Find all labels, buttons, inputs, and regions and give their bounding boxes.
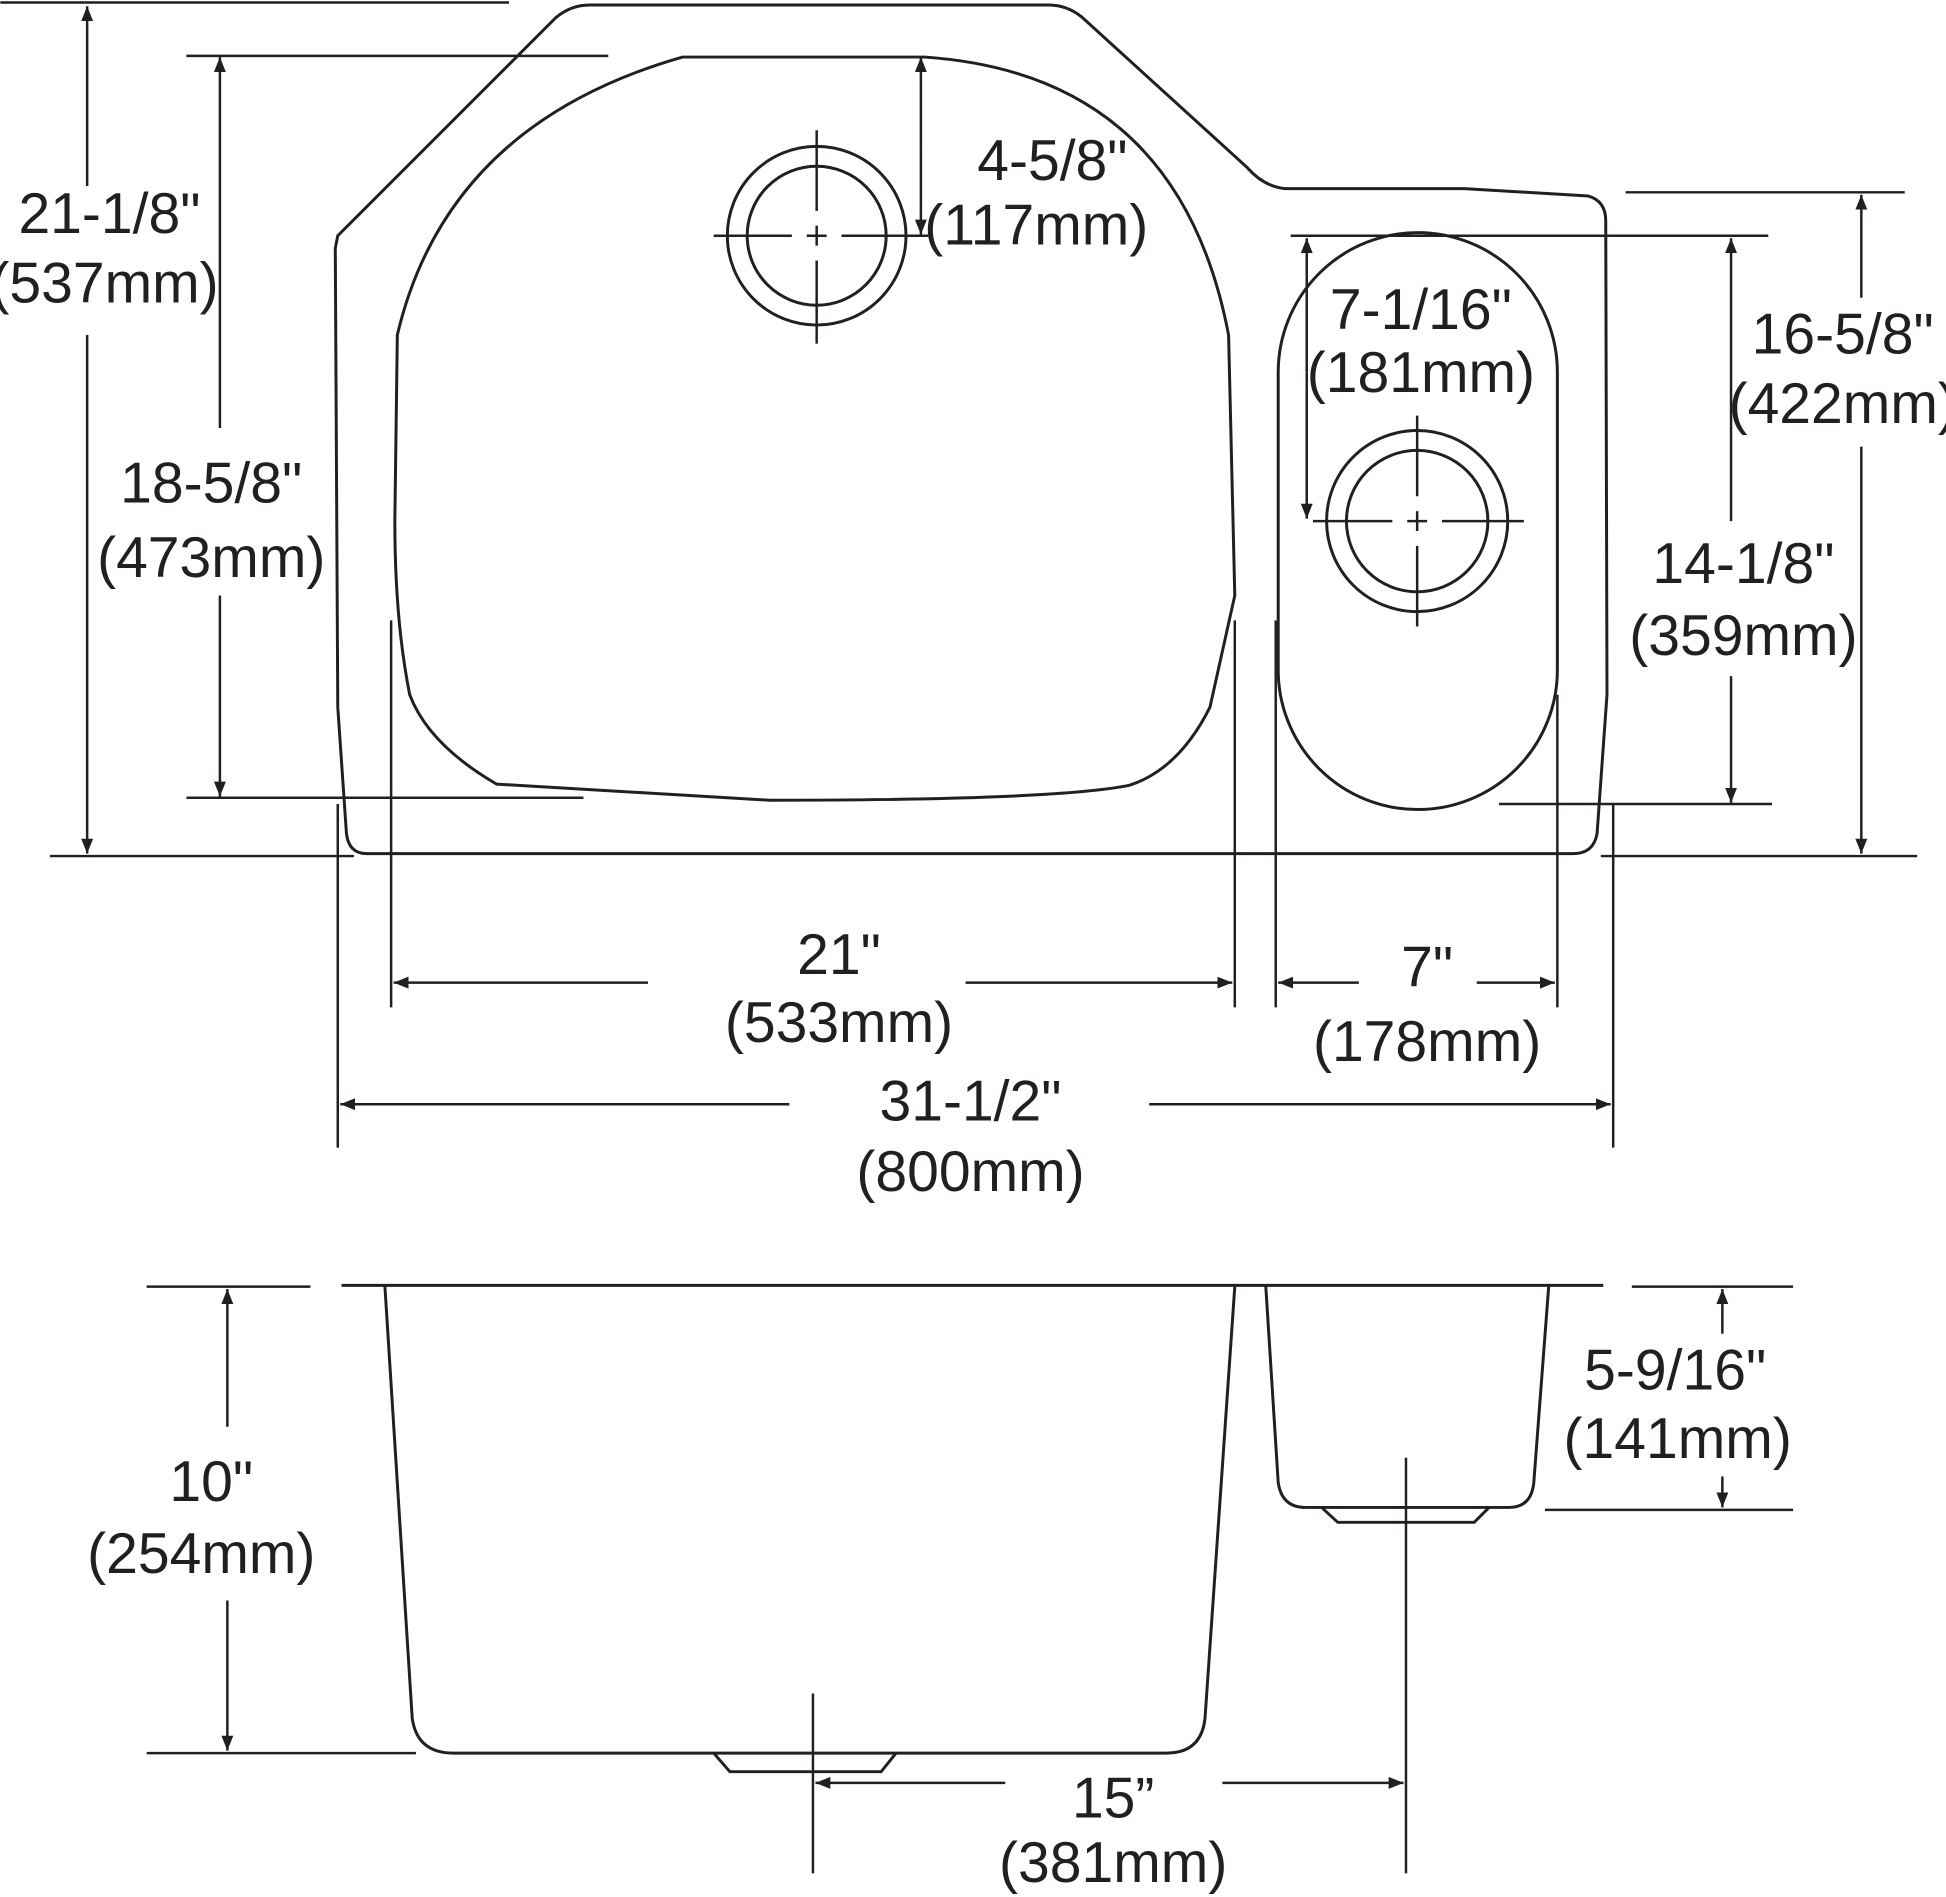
dimension-label: (117mm)	[924, 193, 1148, 257]
dimension-label: (178mm)	[1313, 1010, 1541, 1074]
top-view: 21-1/8" (537mm) 18-5/8" (473mm) 4-5/8" (…	[0, 1, 1946, 1204]
dimension-main-bowl-depth: 18-5/8" (473mm)	[97, 54, 609, 799]
dimension-label: 15”	[1072, 1767, 1154, 1831]
dimension-label: (141mm)	[1564, 1407, 1792, 1471]
sink-outline	[333, 3, 1609, 856]
main-drain-centerline	[713, 130, 929, 344]
dimension-label: 31-1/2"	[879, 1069, 1061, 1133]
dimension-label: 18-5/8"	[120, 451, 302, 515]
dimension-label: 21-1/8"	[18, 182, 200, 246]
dimension-main-bowl-height: 10" (254mm)	[87, 1285, 416, 1755]
dimension-small-bowl-width: 7" (178mm)	[1274, 620, 1559, 1074]
dimension-label: (381mm)	[999, 1831, 1227, 1895]
dimension-label: (359mm)	[1629, 604, 1857, 668]
main-drain-flange	[712, 1752, 898, 1774]
small-drain	[1312, 415, 1524, 627]
dimension-label: (473mm)	[97, 526, 325, 590]
dimension-label: (537mm)	[0, 252, 219, 316]
dimension-label: 21"	[797, 923, 881, 987]
dimension-label: 16-5/8"	[1752, 303, 1934, 367]
dimension-label: 4-5/8"	[977, 129, 1127, 193]
main-drain	[713, 130, 929, 344]
dimension-label: (800mm)	[856, 1140, 1084, 1204]
dimension-label: (254mm)	[87, 1522, 315, 1586]
dimension-small-bowl-depth: 14-1/8" (359mm)	[1499, 238, 1858, 806]
dimension-overall-depth: 21-1/8" (537mm)	[0, 1, 509, 858]
dimension-label: (422mm)	[1729, 372, 1946, 436]
dimension-label: 7"	[1401, 935, 1453, 999]
main-bowl-profile	[383, 1286, 1237, 1755]
dimension-label: 14-1/8"	[1652, 532, 1834, 596]
dimension-drain-spacing: 15” (381mm)	[811, 1457, 1408, 1895]
dimension-overall-width: 31-1/2" (800mm)	[336, 803, 1615, 1204]
dimension-label: 7-1/16"	[1330, 278, 1512, 342]
dimension-label: (181mm)	[1307, 341, 1535, 405]
dimension-label: 10"	[169, 1450, 253, 1514]
dimension-right-depth: 16-5/8" (422mm)	[1600, 191, 1946, 858]
main-bowl-outline	[393, 55, 1237, 802]
dimension-small-bowl-height: 5-9/16" (141mm)	[1544, 1285, 1794, 1512]
dimension-drain-offset: 4-5/8" (117mm)	[914, 57, 1148, 257]
small-drain-centerline	[1312, 415, 1524, 627]
dimension-main-bowl-width: 21" (533mm)	[389, 620, 1237, 1055]
dimension-small-drain-offset: 7-1/16" (181mm)	[1290, 234, 1769, 519]
side-view: 10" (254mm) 5-9/16" (141mm) 15” (381mm)	[87, 1283, 1794, 1895]
dimension-label: 5-9/16"	[1584, 1339, 1766, 1403]
dimension-label: (533mm)	[725, 991, 953, 1055]
small-bowl-outline	[1276, 231, 1559, 811]
